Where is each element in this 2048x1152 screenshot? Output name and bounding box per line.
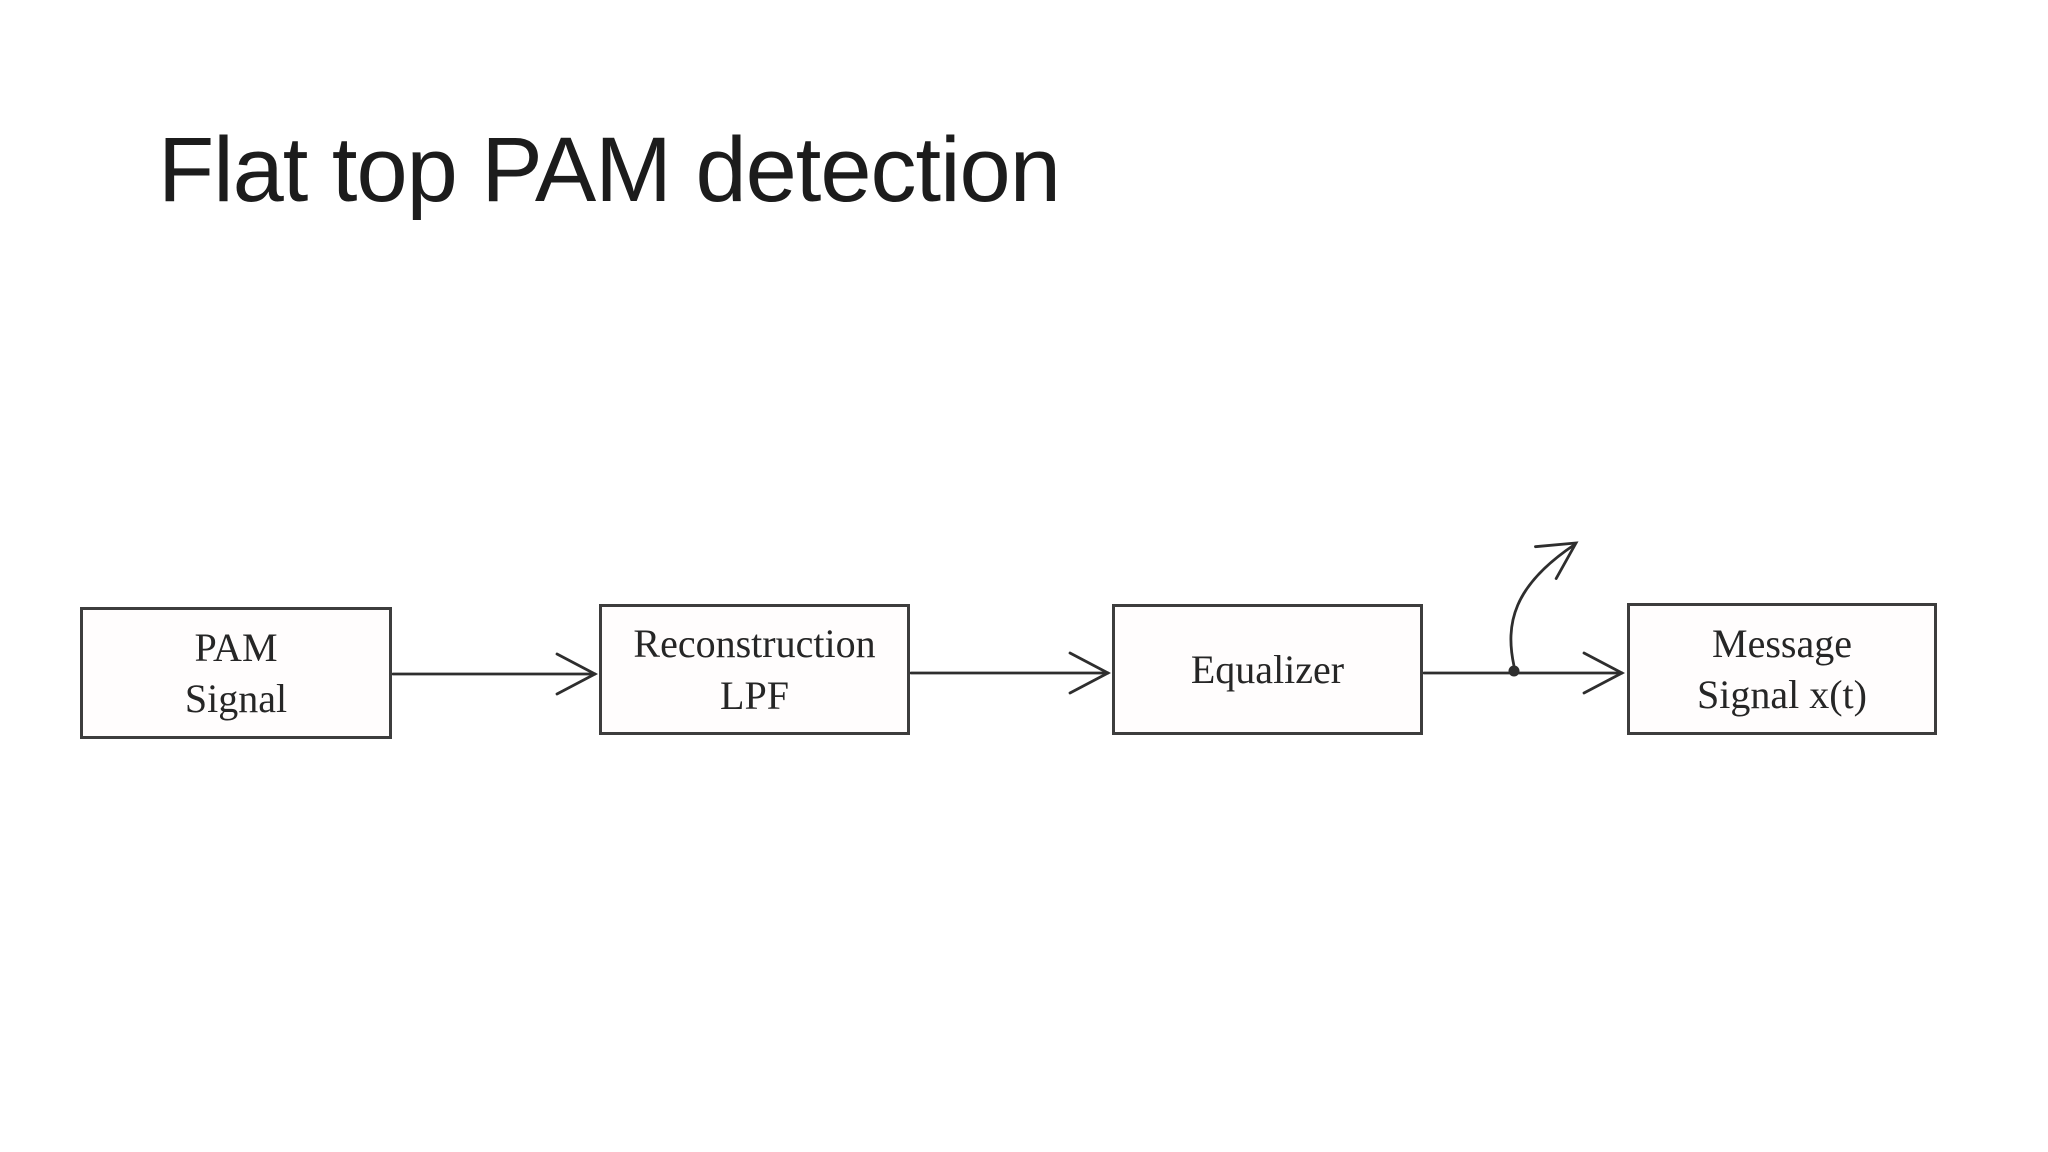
block-equalizer: Equalizer: [1112, 604, 1423, 735]
branch-dot: [1508, 665, 1520, 677]
slide-title: Flat top PAM detection: [158, 119, 1061, 221]
arrowhead-icon: [1534, 541, 1579, 580]
block-message-signal: Message Signal x(t): [1627, 603, 1937, 735]
block-pam-signal: PAM Signal: [80, 607, 392, 739]
block-label-line: Reconstruction: [633, 621, 876, 667]
arrowhead-icon: [1582, 651, 1626, 695]
curved-branch-arrow-line: [1509, 543, 1576, 668]
block-label-line: Signal: [184, 676, 288, 721]
block-label-line: Signal x(t): [1697, 672, 1867, 717]
block-label-line: PAM: [194, 624, 278, 670]
block-label-line: Message: [1712, 620, 1852, 666]
arrowhead-icon: [555, 652, 599, 696]
arrowhead-icon: [1068, 651, 1112, 695]
block-label-line: LPF: [720, 672, 789, 718]
block-reconstruction-lpf: Reconstruction LPF: [599, 604, 910, 735]
block-label-line: Equalizer: [1190, 646, 1345, 692]
